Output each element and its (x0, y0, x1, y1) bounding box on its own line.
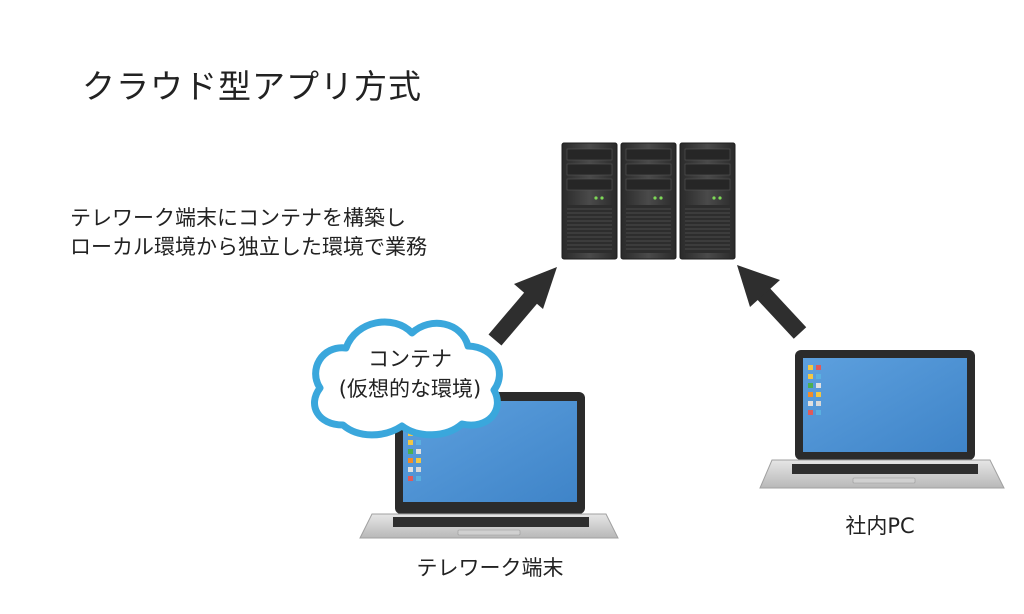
arrow-up-right-icon (488, 267, 557, 346)
cloud-icon (311, 318, 503, 439)
arrow-up-left-icon (737, 265, 807, 339)
page-title: クラウド型アプリ方式 (82, 67, 422, 106)
office-pc-label: 社内PC (845, 514, 915, 538)
server-unit-center (620, 142, 677, 260)
server-rack-icon (561, 142, 736, 260)
description-text: テレワーク端末にコンテナを構築し ローカル環境から独立した環境で業務 (70, 204, 427, 262)
cloud-label-line-1: コンテナ (368, 347, 452, 371)
description-line-2: ローカル環境から独立した環境で業務 (70, 235, 427, 259)
server-unit-right (679, 142, 736, 260)
cloud-label: コンテナ (仮想的な環境) (312, 344, 508, 404)
server-unit-left (561, 142, 618, 260)
telework-terminal-label: テレワーク端末 (416, 556, 564, 580)
office-laptop-icon (759, 350, 1005, 489)
cloud-label-line-2: (仮想的な環境) (338, 377, 482, 401)
description-line-1: テレワーク端末にコンテナを構築し (70, 206, 406, 230)
